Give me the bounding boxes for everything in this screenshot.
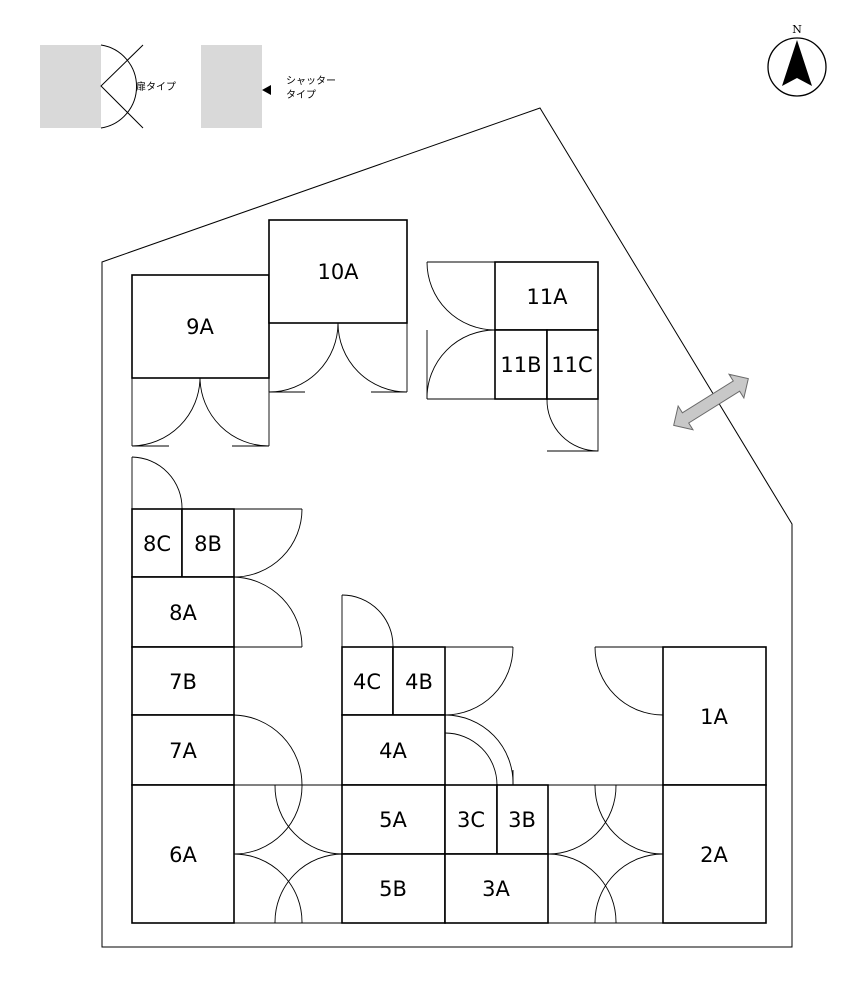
unit-label-3B: 3B bbox=[508, 808, 536, 832]
unit-label-4A: 4A bbox=[379, 739, 407, 763]
north-label: N bbox=[792, 23, 802, 36]
unit-8B[interactable] bbox=[181, 508, 235, 578]
north-compass: N bbox=[767, 23, 827, 97]
unit-label-5A: 5A bbox=[379, 808, 407, 832]
legend: 扉タイプ シャッター タイプ bbox=[40, 44, 336, 129]
door-type-swatch bbox=[40, 45, 101, 128]
unit-8C[interactable] bbox=[131, 508, 183, 578]
unit-3A[interactable] bbox=[444, 853, 549, 924]
unit-label-2A: 2A bbox=[700, 843, 728, 867]
unit-11C[interactable] bbox=[546, 329, 599, 400]
north-arrow-icon bbox=[782, 40, 812, 86]
door-swing-lines bbox=[100, 44, 144, 129]
unit-label-9A: 9A bbox=[186, 315, 214, 339]
unit-label-7A: 7A bbox=[169, 739, 197, 763]
door-swing-icon bbox=[100, 44, 137, 129]
unit-label-7B: 7B bbox=[169, 670, 197, 694]
unit-label-11C: 11C bbox=[551, 353, 592, 377]
unit-label-11B: 11B bbox=[500, 353, 541, 377]
unit-label-4C: 4C bbox=[353, 670, 381, 694]
storage-units bbox=[131, 219, 767, 924]
unit-label-4B: 4B bbox=[405, 670, 433, 694]
unit-6A[interactable] bbox=[131, 784, 235, 924]
unit-label-8A: 8A bbox=[169, 601, 197, 625]
unit-label-8C: 8C bbox=[143, 532, 171, 556]
unit-3C[interactable] bbox=[444, 784, 498, 855]
shutter-type-swatch bbox=[201, 45, 262, 128]
entrance-arrow-icon bbox=[673, 373, 749, 431]
unit-8A[interactable] bbox=[131, 576, 235, 648]
unit-label-3A: 3A bbox=[482, 877, 510, 901]
unit-label-8B: 8B bbox=[194, 532, 222, 556]
unit-3B[interactable] bbox=[496, 784, 549, 855]
unit-labels: 9A 10A 11A 11B 11C 8C 8B 8A 7B 7A 6A 4C … bbox=[143, 260, 729, 901]
shutter-type-label-line2: タイプ bbox=[286, 89, 316, 101]
unit-11A[interactable] bbox=[494, 261, 599, 331]
unit-7A[interactable] bbox=[131, 714, 235, 786]
unit-5B[interactable] bbox=[341, 853, 446, 924]
unit-label-5B: 5B bbox=[379, 877, 407, 901]
unit-10A[interactable] bbox=[268, 219, 408, 324]
shutter-pointer-icon bbox=[262, 85, 271, 95]
site-boundary bbox=[101, 107, 793, 948]
compass-circle bbox=[767, 37, 827, 97]
unit-4A[interactable] bbox=[341, 714, 446, 786]
door-swings bbox=[131, 261, 664, 924]
unit-1A[interactable] bbox=[662, 646, 767, 786]
unit-2A[interactable] bbox=[662, 784, 767, 924]
unit-label-10A: 10A bbox=[317, 260, 359, 284]
unit-label-1A: 1A bbox=[700, 705, 728, 729]
unit-label-6A: 6A bbox=[169, 843, 197, 867]
unit-7B[interactable] bbox=[131, 646, 235, 716]
unit-9A[interactable] bbox=[131, 274, 270, 379]
unit-11B[interactable] bbox=[494, 329, 548, 400]
unit-label-11A: 11A bbox=[526, 285, 568, 309]
unit-label-3C: 3C bbox=[457, 808, 485, 832]
shutter-type-label-line1: シャッター bbox=[286, 75, 336, 87]
door-type-label: 扉タイプ bbox=[136, 80, 176, 93]
